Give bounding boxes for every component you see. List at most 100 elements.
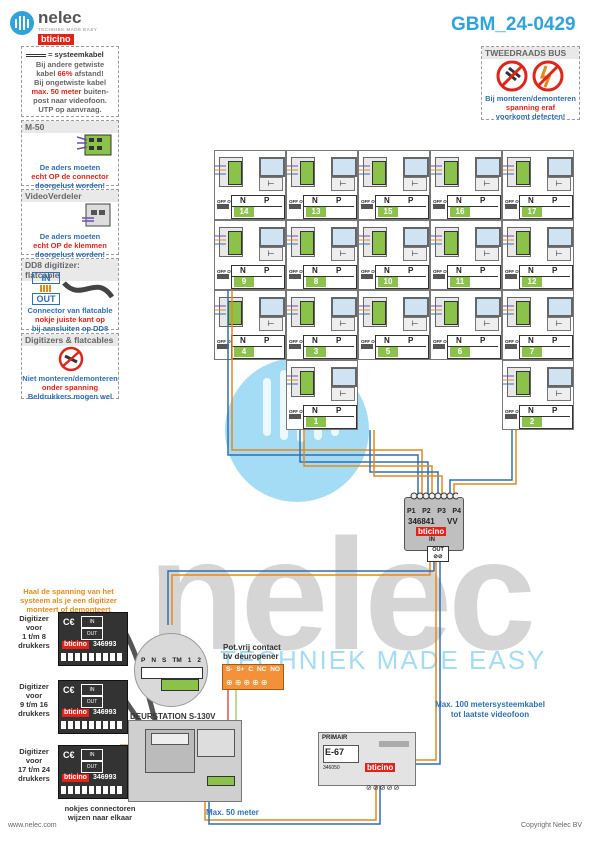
- no-power-icon: [496, 60, 564, 92]
- flatcable-icon: [62, 281, 115, 299]
- offon-text: OFF ON: [217, 269, 234, 274]
- n-label: N: [312, 406, 318, 415]
- legend-box: = systeemkabel Bij andere getwiste kabel…: [21, 46, 119, 117]
- distributor-out-label: OUT: [432, 547, 444, 553]
- m50-connector: [291, 157, 315, 187]
- unit-number: 9: [234, 277, 254, 287]
- handset-icon: ⊢: [475, 177, 499, 191]
- green-terminal: [516, 161, 530, 185]
- offon-text: OFF ON: [289, 199, 306, 204]
- n-label: N: [384, 196, 390, 205]
- videophone-unit: ⊢ OFF ON N P 1: [286, 360, 358, 430]
- monitor-icon: [475, 227, 501, 247]
- handset-icon: ⊢: [331, 177, 355, 191]
- videoverdeler-box: VideoVerdeler De aders moeten echt OP de…: [21, 189, 119, 259]
- monitor-icon: [403, 227, 429, 247]
- nokjes-line1: nokjes connectoren: [64, 804, 136, 813]
- cable-note-100a: Max. 100 metersysteemkabel: [435, 700, 545, 709]
- dip-switch: [361, 204, 373, 209]
- unit-number: 1: [306, 417, 326, 427]
- m50-connector: [363, 227, 387, 257]
- digitizer-brand: bticino: [62, 709, 89, 717]
- distributor-port: P1: [407, 508, 416, 515]
- videophone-unit: ⊢ OFF ON N P 11: [430, 220, 502, 290]
- dip-switch: [433, 274, 445, 279]
- unit-number: 17: [522, 207, 542, 217]
- p-label: P: [552, 266, 558, 275]
- digitizers-line2: onder spanning: [41, 383, 99, 392]
- offon-label: OFF ON: [217, 199, 234, 204]
- m50-connector: [507, 367, 531, 397]
- cable-note-100: Max. 100 metersysteemkabel tot laatste v…: [415, 700, 565, 720]
- monitor-icon: [547, 297, 573, 317]
- nokjes-line2: wijzen naar elkaar: [67, 813, 133, 822]
- offon-text: OFF ON: [361, 269, 378, 274]
- handset-icon: ⊢: [547, 317, 571, 331]
- monitor-icon: [259, 157, 285, 177]
- np-block: N P 6: [447, 335, 501, 359]
- monitor-icon: [403, 297, 429, 317]
- unit-number: 15: [378, 207, 398, 217]
- dip-switch: [289, 414, 301, 419]
- n-label: N: [240, 266, 246, 275]
- offon-label: OFF ON: [217, 339, 234, 344]
- dip-switch: [361, 274, 373, 279]
- offon-label: OFF ON: [505, 409, 522, 414]
- green-terminal: [372, 231, 386, 255]
- digitizers-title: Digitizers & flatcables: [22, 334, 118, 346]
- green-terminal: [516, 231, 530, 255]
- np-block: N P 16: [447, 195, 501, 219]
- legend-line2b: kabel: [36, 69, 58, 78]
- np-block: N P 8: [303, 265, 357, 289]
- n-label: N: [528, 196, 534, 205]
- green-terminal: [516, 371, 530, 395]
- unit-number: 3: [306, 347, 326, 357]
- dip-switch: [505, 414, 517, 419]
- deurstation-terminal: [207, 776, 235, 786]
- ce-mark: C€: [63, 617, 75, 627]
- n-label: N: [312, 266, 318, 275]
- np-row: [520, 276, 570, 288]
- terminal-label: 2: [197, 657, 201, 664]
- vv-line3: doorgelust worden!: [35, 250, 105, 259]
- flatcable-stripe: [40, 285, 52, 292]
- dip-switch: [361, 344, 373, 349]
- monitor-icon: [331, 157, 357, 177]
- unit-number: 11: [450, 277, 470, 287]
- green-terminal: [300, 371, 314, 395]
- green-terminal: [300, 301, 314, 325]
- unit-number: 2: [522, 417, 542, 427]
- monitor-icon: [331, 367, 357, 387]
- offon-text: OFF ON: [433, 339, 450, 344]
- monitor-icon: [331, 297, 357, 317]
- np-row: [448, 276, 498, 288]
- monitor-icon: [475, 297, 501, 317]
- offon-label: OFF ON: [361, 269, 378, 274]
- m50-connector: [507, 227, 531, 257]
- legend-line2a: Bij andere getwiste: [35, 60, 105, 69]
- digitizer-model: 346993: [93, 774, 117, 781]
- videophone-unit: ⊢ OFF ON N P 5: [358, 290, 430, 360]
- videophone-unit: ⊢ OFF ON N P 3: [286, 290, 358, 360]
- m50-connector: [435, 297, 459, 327]
- videophone-unit: ⊢ OFF ON N P 2: [502, 360, 574, 430]
- distributor-screw-terminals: [410, 492, 458, 500]
- np-block: N P 11: [447, 265, 501, 289]
- distributor-port: P2: [422, 508, 431, 515]
- handset-icon: ⊢: [547, 387, 571, 401]
- digitizer-brand: bticino: [62, 641, 89, 649]
- distributor-port: P3: [437, 508, 446, 515]
- unit-number: 16: [450, 207, 470, 217]
- bus-box: TWEEDRAADS BUS Bij monteren/demonteren s…: [481, 46, 580, 121]
- green-terminal: [444, 161, 458, 185]
- unit-number: 6: [450, 347, 470, 357]
- p-label: P: [408, 266, 414, 275]
- legend-line4b: buiten-: [81, 87, 109, 96]
- terminal-label: TM: [172, 657, 182, 664]
- ce-mark: C€: [63, 685, 75, 695]
- m50-connector: [291, 227, 315, 257]
- dip-switch: [289, 204, 301, 209]
- terminal-strip: [141, 667, 203, 679]
